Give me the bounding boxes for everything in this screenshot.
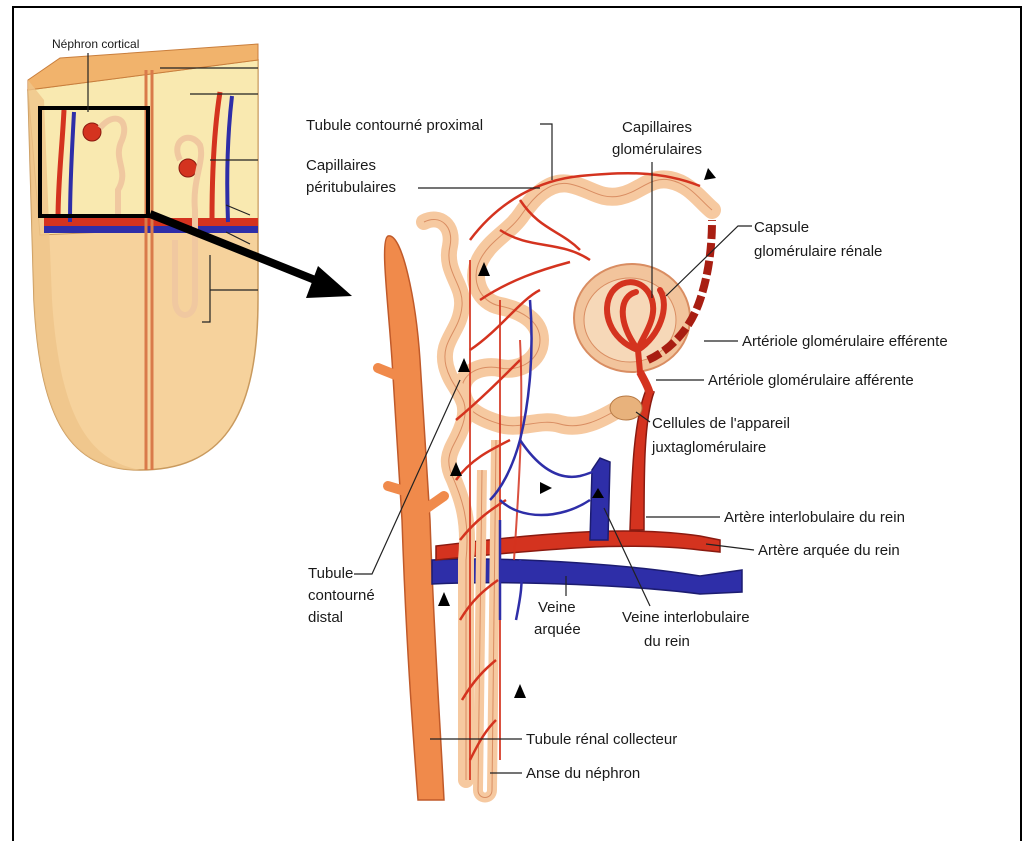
label-interlobular-vein-2: du rein	[644, 633, 690, 650]
juxtaglomerular-cells	[610, 396, 642, 420]
label-capsule-2: glomérulaire rénale	[754, 243, 882, 260]
flow-arrow-4	[438, 592, 450, 606]
label-peritubular-1: Capillaires	[306, 157, 376, 174]
label-arcuate-vein-1: Veine	[538, 599, 576, 616]
label-efferent: Artériole glomérulaire efférente	[742, 333, 948, 350]
collecting-duct	[385, 236, 444, 800]
label-juxta-2: juxtaglomérulaire	[651, 439, 766, 456]
label-arcuate-artery: Artère arquée du rein	[758, 542, 900, 559]
flow-arrow-8	[704, 168, 716, 180]
label-glomerular-cap-1: Capillaires	[622, 119, 692, 136]
label-afferent: Artériole glomérulaire afférente	[708, 372, 914, 389]
label-juxta-1: Cellules de l'appareil	[652, 415, 790, 432]
kidney-inset: Néphron cortical	[28, 37, 258, 470]
flow-arrow-6	[540, 482, 552, 494]
label-loop: Anse du néphron	[526, 765, 640, 782]
nephron-loop	[478, 440, 496, 798]
label-interlobular-artery: Artère interlobulaire du rein	[724, 509, 905, 526]
label-peritubular-2: péritubulaires	[306, 179, 396, 196]
label-distal-1: Tubule	[308, 565, 353, 582]
flow-arrow-5	[514, 684, 526, 698]
label-proximal-tubule: Tubule contourné proximal	[306, 117, 483, 134]
collecting-branch-2	[388, 486, 408, 492]
leader-proximal-tubule	[540, 124, 552, 180]
label-interlobular-vein-1: Veine interlobulaire	[622, 609, 750, 626]
inset-glomerulus-2	[179, 159, 197, 177]
label-collecting-duct: Tubule rénal collecteur	[526, 731, 677, 748]
main-nephron	[378, 168, 742, 800]
label-distal-2: contourné	[308, 587, 375, 604]
label-distal-3: distal	[308, 609, 343, 626]
label-capsule-1: Capsule	[754, 219, 809, 236]
label-arcuate-vein-2: arquée	[534, 621, 581, 638]
afferent-arteriole	[640, 372, 650, 394]
label-glomerular-cap-2: glomérulaires	[612, 141, 702, 158]
inset-title: Néphron cortical	[52, 37, 139, 51]
